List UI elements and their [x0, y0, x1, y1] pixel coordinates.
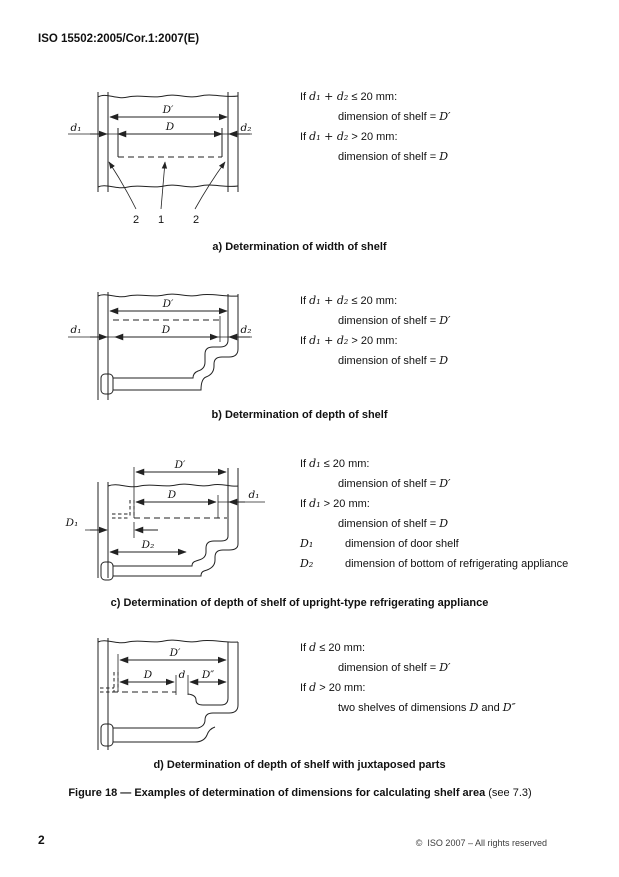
- conditions-a: If d₁ + d₂ ≤ 20 mm: dimension of shelf =…: [300, 87, 451, 167]
- result-line: dimension of shelf = D: [338, 517, 449, 530]
- label-D: D: [143, 669, 153, 681]
- label-d-double-prime: D″: [201, 669, 214, 681]
- condition-line: If d > 20 mm:: [300, 681, 366, 694]
- label-d2: d₂: [241, 122, 252, 134]
- result-line: dimension of shelf = D: [338, 354, 449, 367]
- result-line: dimension of shelf = D′: [338, 661, 451, 674]
- label-D1: D₁: [65, 517, 79, 529]
- label-D: D: [161, 324, 171, 336]
- page-number: 2: [38, 833, 45, 847]
- condition-line: If d ≤ 20 mm:: [300, 641, 366, 654]
- label-d-prime: D′: [169, 647, 181, 659]
- label-d-prime: D′: [162, 104, 174, 116]
- result-line: dimension of shelf = D′: [338, 110, 451, 123]
- label-D2: D₂: [141, 539, 155, 551]
- condition-line: If d₁ ≤ 20 mm:: [300, 457, 370, 470]
- label-d1: d₁: [249, 489, 260, 501]
- label-d-prime: D′: [174, 459, 186, 471]
- result-line: dimension of shelf = D′: [338, 314, 451, 327]
- condition-line: If d₁ + d₂ ≤ 20 mm:: [300, 90, 398, 103]
- conditions-d: If d ≤ 20 mm: dimension of shelf = D′ If…: [300, 638, 516, 718]
- label-D: D: [167, 489, 177, 501]
- key-2-right: 2: [193, 214, 199, 226]
- result-line: dimension of shelf = D′: [338, 477, 451, 490]
- label-d1: d₁: [71, 122, 82, 134]
- figure-caption: Figure 18 — Examples of determination of…: [68, 787, 532, 799]
- label-D: D: [165, 121, 175, 133]
- caption-a: a) Determination of width of shelf: [212, 241, 387, 253]
- condition-line: If d₁ + d₂ > 20 mm:: [300, 130, 398, 143]
- diagram-c: D′ D d₁ D₁ D₂: [65, 459, 265, 581]
- result-line: two shelves of dimensions D and D″: [338, 701, 516, 714]
- diagram-d: D′ D d D″: [97, 638, 239, 750]
- conditions-c: If d₁ ≤ 20 mm: dimension of shelf = D′ I…: [300, 454, 568, 574]
- diagram-a: D′ D d₁ d₂ 2 1 2: [68, 92, 252, 226]
- result-line: dimension of shelf = D: [338, 150, 449, 163]
- label-d1: d₁: [71, 324, 82, 336]
- caption-c: c) Determination of depth of shelf of up…: [110, 597, 489, 609]
- conditions-b: If d₁ + d₂ ≤ 20 mm: dimension of shelf =…: [300, 291, 451, 371]
- caption-d: d) Determination of depth of shelf with …: [153, 759, 446, 771]
- label-d-prime: D′: [162, 298, 174, 310]
- caption-b: b) Determination of depth of shelf: [211, 409, 388, 421]
- condition-line: If d₁ + d₂ ≤ 20 mm:: [300, 294, 398, 307]
- diagram-b: D′ D d₁ d₂: [68, 292, 252, 400]
- page-header: ISO 15502:2005/Cor.1:2007(E): [38, 33, 200, 45]
- label-d2: d₂: [241, 324, 252, 336]
- condition-line: If d₁ > 20 mm:: [300, 497, 370, 510]
- label-d: d: [179, 669, 186, 681]
- condition-line: If d₁ + d₂ > 20 mm:: [300, 334, 398, 347]
- key-1: 1: [158, 214, 164, 226]
- key-2-left: 2: [133, 214, 139, 226]
- copyright-notice: © ISO 2007 – All rights reserved: [415, 838, 547, 848]
